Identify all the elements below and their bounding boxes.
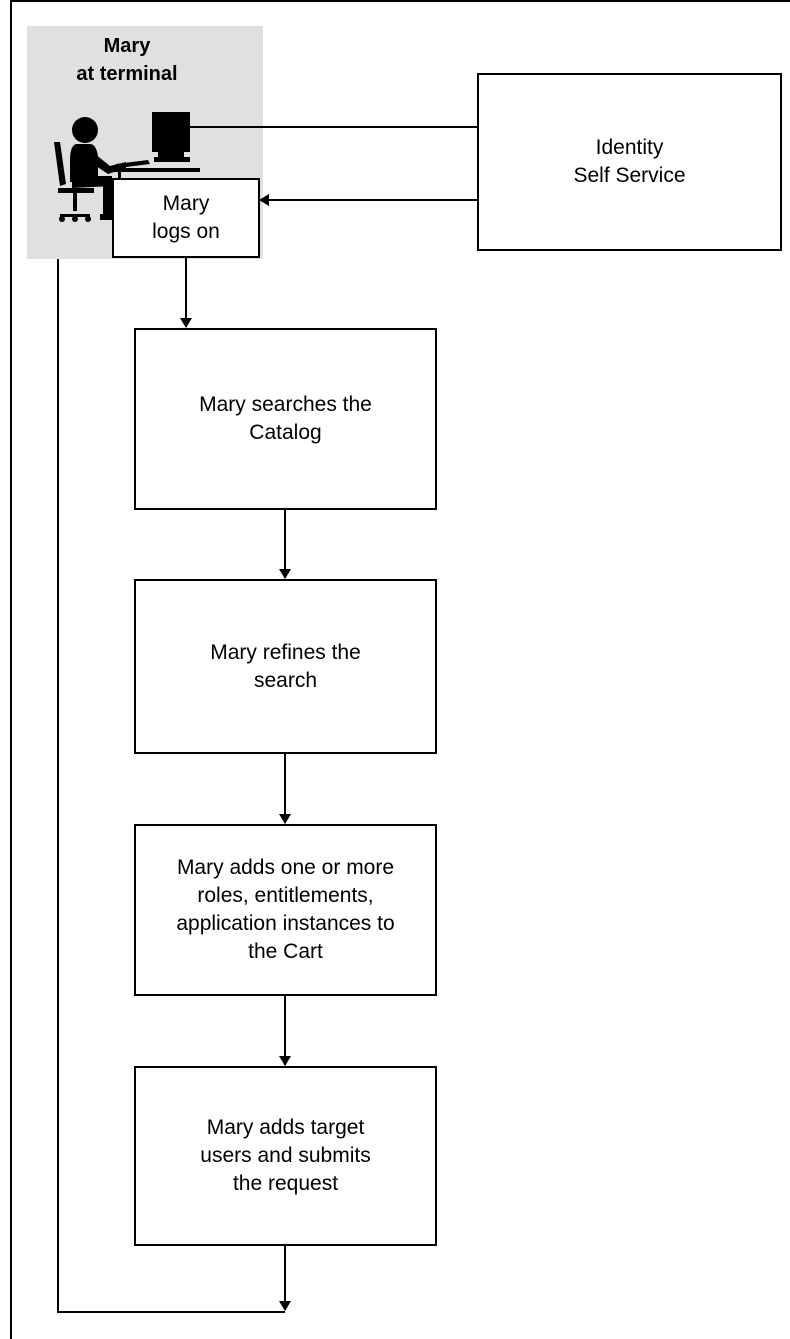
diagram-frame (10, 0, 790, 1339)
loop-line (57, 259, 285, 1313)
node-add-to-cart-label: Mary adds one or more roles, entitlement… (176, 856, 395, 963)
node-add-to-cart: Mary adds one or more roles, entitlement… (134, 824, 437, 996)
node-refine-search: Mary refines the search (134, 579, 437, 754)
node-refine-search-label: Mary refines the search (210, 640, 361, 692)
node-add-targets-submit-label: Mary adds target users and submits the r… (200, 1116, 371, 1195)
actor-title: Mary at terminal (76, 35, 178, 85)
node-search-catalog-label: Mary searches the Catalog (199, 393, 372, 444)
person-at-computer-icon (54, 112, 200, 222)
node-identity-self-service: Identity Self Service (477, 73, 782, 251)
node-search-catalog: Mary searches the Catalog (134, 328, 437, 510)
node-identity-self-service-label: Identity Self Service (573, 136, 686, 187)
node-add-targets-submit: Mary adds target users and submits the r… (134, 1066, 437, 1246)
node-logon-label: Mary logs on (152, 192, 220, 243)
node-logon: Mary logs on (112, 178, 260, 258)
